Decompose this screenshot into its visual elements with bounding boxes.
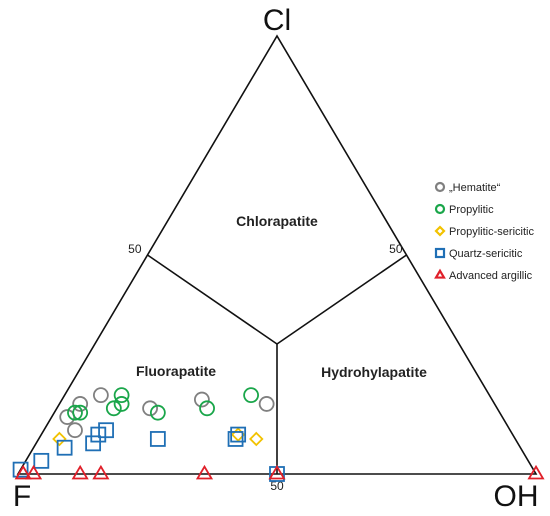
boundary-right (276, 254, 407, 345)
legend: „Hematite“ PropyliticPropylitic-sericitic… (434, 181, 534, 282)
data-point-3-8 (227, 431, 244, 447)
legend-marker-3 (434, 247, 446, 259)
legend-label-4: Advanced argillic (449, 270, 533, 282)
field-label-1: Fluorapatite (136, 363, 216, 379)
data-point-0-2 (142, 400, 158, 417)
data-point-1-5 (113, 396, 130, 412)
legend-label-2: Propylitic-sericitic (449, 226, 534, 238)
data-point-4-2 (71, 464, 89, 480)
data-point-2-0 (249, 431, 264, 447)
data-point-3-0 (12, 461, 29, 478)
data-point-1-6 (105, 400, 122, 417)
data-point-0-3 (92, 387, 109, 404)
data-point-0-4 (72, 396, 89, 412)
data-point-1-1 (67, 404, 83, 421)
data-point-3-5 (98, 422, 114, 439)
data-point-1-7 (113, 387, 130, 404)
legend-marker-4 (434, 268, 446, 279)
data-point-1-4 (243, 387, 260, 404)
data-point-4-3 (92, 464, 110, 480)
data-point-1-2 (149, 404, 166, 421)
data-point-4-4 (195, 464, 214, 480)
tick-label-left: 50 (128, 242, 142, 256)
legend-marker-1 (434, 203, 446, 215)
data-point-3-6 (149, 431, 166, 447)
vertex-label-cl: Cl (263, 4, 291, 37)
legend-marker-2 (434, 225, 446, 237)
data-point-0-0 (193, 391, 210, 408)
data-point-0-6 (67, 422, 83, 439)
legend-label-1: Propylitic (449, 204, 494, 216)
vertex-label-oh: OH (494, 480, 539, 513)
legend-label-3: Quartz-sericitic (449, 248, 523, 260)
vertex-labels: ClF OH (13, 4, 539, 513)
boundary-left (147, 254, 278, 345)
tick-labels: 50 50 50 (128, 242, 403, 493)
ternary-frame (16, 34, 538, 475)
legend-label-0: „Hematite“ (449, 182, 501, 194)
data-points (12, 387, 545, 482)
data-point-4-0 (14, 464, 32, 480)
data-point-3-1 (33, 452, 50, 469)
tick-label-bottom: 50 (270, 479, 284, 493)
vertex-label-f: F (13, 480, 31, 513)
tick-label-right: 50 (389, 242, 403, 256)
data-point-1-0 (72, 404, 89, 421)
data-point-2-2 (52, 431, 67, 447)
data-point-3-2 (56, 439, 73, 456)
data-point-4-6 (527, 464, 545, 480)
legend-marker-0 (434, 181, 446, 193)
data-point-3-3 (85, 435, 102, 452)
field-label-2: Hydrohylapatite (321, 364, 427, 380)
data-point-1-3 (199, 400, 215, 417)
data-point-4-1 (24, 464, 43, 480)
data-point-3-7 (230, 426, 247, 443)
field-label-0: Chlorapatite (236, 213, 318, 229)
data-point-0-1 (258, 396, 275, 412)
data-point-4-5 (268, 464, 286, 480)
